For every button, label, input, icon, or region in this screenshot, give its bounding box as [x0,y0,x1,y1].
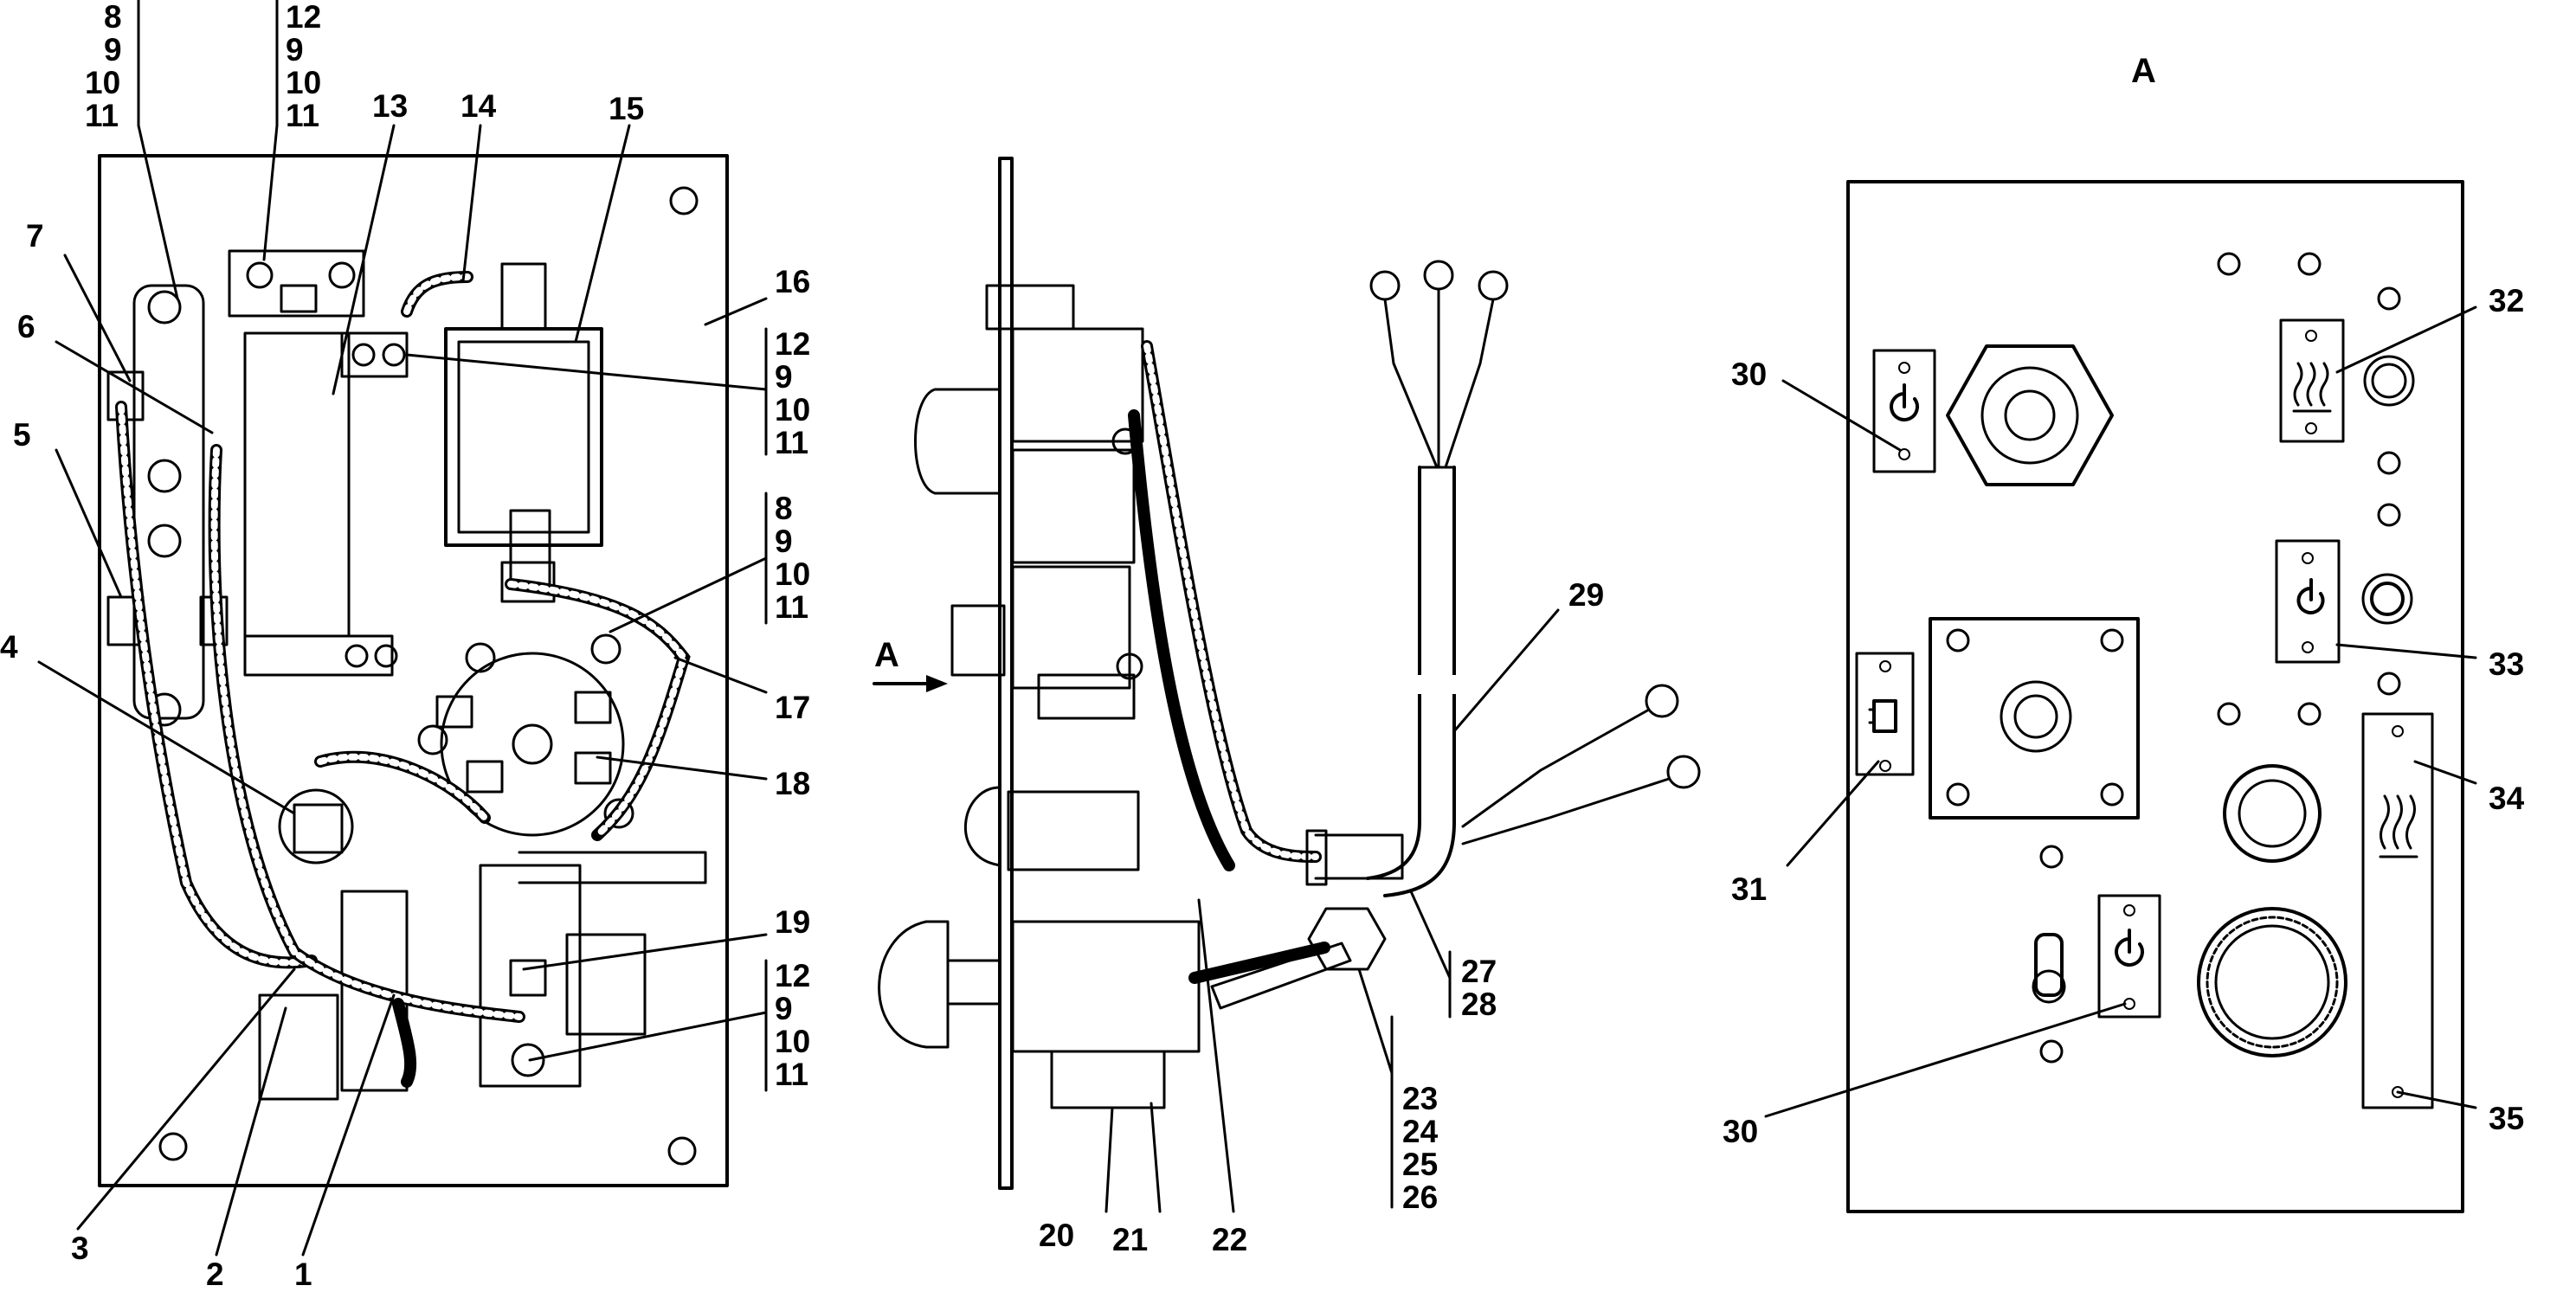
callout-15: 15 [609,91,644,126]
callout-30: 30 [1723,1114,1758,1149]
terminal-block [228,249,365,318]
callout-29: 29 [1568,577,1604,613]
callout-22: 22 [1212,1222,1247,1257]
callout-10: 10 [775,1024,810,1059]
callout-9: 9 [104,32,122,67]
callout-11: 11 [775,1057,808,1092]
callout-27: 27 [1461,954,1497,989]
callout-9: 9 [775,359,793,395]
plug-symbol-icon [1872,699,1897,733]
terminal-rosette [440,652,625,837]
control-knob [2197,907,2347,1057]
callout-30: 30 [1731,357,1767,392]
mounting-hole [669,186,699,215]
callout-10: 10 [775,556,810,592]
capacitor [243,331,351,638]
arrow-a-label: A [874,636,899,674]
mounting-hole [158,1132,188,1161]
gauge [1929,617,2140,820]
ring-lug [1369,270,1401,301]
callout-33: 33 [2489,646,2524,682]
callout-24: 24 [1402,1114,1439,1149]
callout-12: 12 [775,326,810,362]
callout-31: 31 [1731,871,1767,907]
callout-21: 21 [1112,1222,1148,1257]
callout-13: 13 [372,88,408,124]
callout-8: 8 [104,0,122,35]
lamp [964,786,1001,867]
callout-11: 11 [286,98,319,133]
callout-2: 2 [206,1257,224,1292]
switch-body [1011,920,1201,1053]
callout-34: 34 [2489,781,2525,816]
callout-8: 8 [775,491,793,526]
callout-26: 26 [1402,1180,1438,1215]
power-symbol-icon [2296,578,2325,614]
callout-18: 18 [775,766,810,801]
mounting-hole [667,1136,697,1166]
relay-block [479,864,582,1088]
callout-5: 5 [13,417,31,453]
callout-12: 12 [286,0,321,35]
callout-10: 10 [286,65,321,100]
panel-edge [998,157,1014,1190]
callout-10: 10 [85,65,120,100]
label-plate [1872,349,1936,473]
callout-16: 16 [775,264,810,299]
cable-gland [1946,344,2114,486]
screw-icon [1946,628,1970,652]
callout-17: 17 [775,690,810,725]
push-button [2223,764,2322,863]
view-a-title: A [2131,52,2156,90]
side-view [878,157,1701,1190]
power-symbol-icon [2115,929,2144,967]
switch-bracket [132,284,205,720]
callout-11: 11 [85,98,119,133]
callout-12: 12 [775,958,810,993]
callout-3: 3 [71,1231,89,1266]
side-component [1011,327,1144,443]
callout-1: 1 [294,1257,312,1292]
knob [878,920,950,1049]
callout-20: 20 [1039,1218,1074,1253]
callout-9: 9 [775,991,793,1026]
callout-14: 14 [460,88,497,124]
heater-symbol-icon [2292,362,2332,413]
front-view [98,154,729,1187]
callout-23: 23 [1402,1081,1438,1116]
leader-lines [37,0,2477,1257]
view-a [1846,180,2464,1213]
callout-25: 25 [1402,1147,1438,1182]
callout-32: 32 [2489,283,2524,318]
callout-6: 6 [17,309,35,344]
callout-4: 4 [0,629,18,665]
callout-19: 19 [775,904,810,940]
callout-11: 11 [775,589,808,625]
callout-35: 35 [2489,1101,2524,1136]
power-symbol-icon [1890,383,1919,421]
callout-11: 11 [775,425,808,460]
socket [278,788,354,865]
mounting-plate [98,154,729,1187]
nut [1307,907,1387,971]
callout-9: 9 [286,32,304,67]
heater-symbol-icon [2379,794,2418,858]
callout-28: 28 [1461,987,1497,1022]
toggle-switch [2034,933,2064,997]
indicator-lamp [2363,355,2415,407]
callout-7: 7 [26,218,44,254]
callout-10: 10 [775,392,810,427]
callout-9: 9 [775,524,793,559]
front-panel [1846,180,2464,1213]
